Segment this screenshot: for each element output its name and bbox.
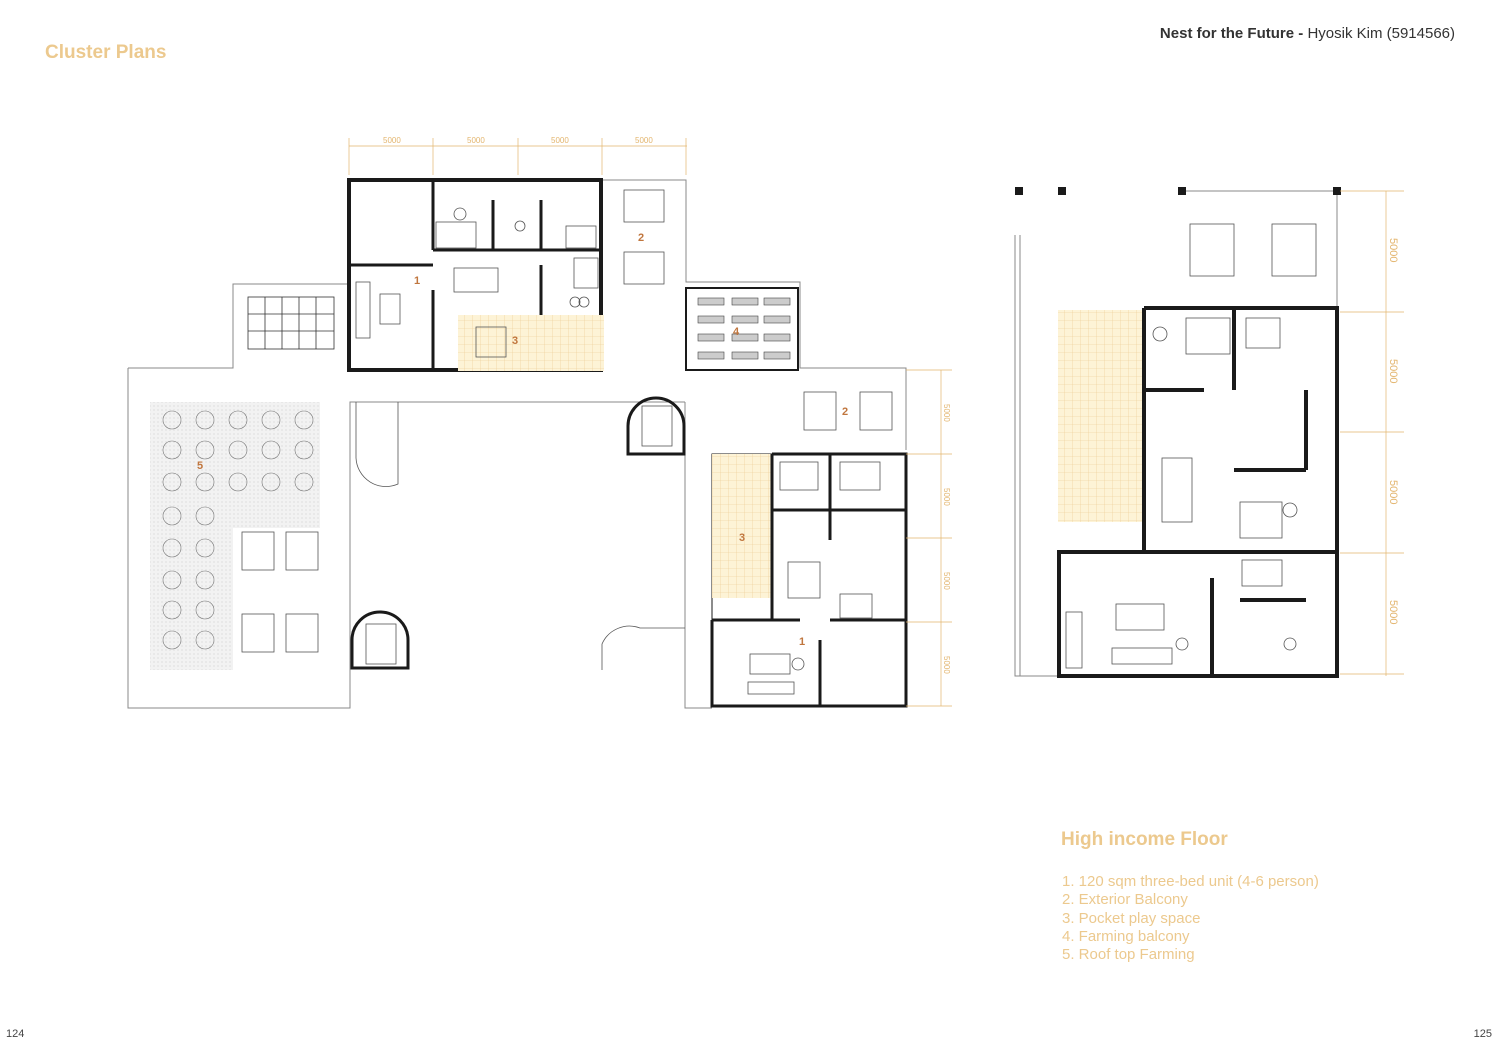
lift — [641, 405, 673, 447]
plan-label-play-space: 3 — [512, 335, 518, 347]
page-number-right: 125 — [1473, 1028, 1492, 1040]
dim-label: 5000 — [942, 572, 951, 590]
unit-top — [347, 178, 604, 372]
loungers — [1189, 223, 1317, 277]
lift — [365, 623, 397, 665]
plan-label-play-space: 3 — [739, 532, 745, 544]
document-header: Nest for the Future - Hyosik Kim (591456… — [1160, 25, 1455, 42]
plan-label-unit: 1 — [799, 636, 805, 648]
dim-label: 5000 — [383, 136, 401, 145]
cluster-dimension-side — [906, 369, 952, 707]
legend-list: 1. 120 sqm three-bed unit (4-6 person) 2… — [1062, 873, 1319, 964]
page-title: Cluster Plans — [45, 42, 167, 63]
skylight-grid — [247, 296, 335, 350]
plan-label-balcony: 2 — [638, 232, 644, 244]
dim-label: 5000 — [1387, 600, 1399, 624]
stair — [355, 402, 399, 487]
cluster-plan: 5000 5000 5000 5000 — [127, 136, 952, 709]
legend-item: 4. Farming balcony — [1062, 927, 1190, 945]
legend-item: 2. Exterior Balcony — [1062, 891, 1188, 909]
unit-walls — [1057, 306, 1339, 678]
plan-label-balcony: 2 — [842, 406, 848, 418]
author-name: Hyosik Kim (5914566) — [1307, 25, 1455, 42]
pocket-play-space — [712, 454, 772, 598]
legend-item: 1. 120 sqm three-bed unit (4-6 person) — [1062, 873, 1319, 890]
pocket-play-space — [1058, 310, 1144, 522]
plan-label-unit: 1 — [414, 275, 420, 287]
dim-label: 5000 — [942, 656, 951, 674]
roof-outline — [127, 283, 685, 709]
project-name: Nest for the Future - — [1159, 25, 1304, 42]
cluster-dimension-top — [348, 138, 687, 175]
dim-label: 5000 — [551, 136, 569, 145]
balcony-outline — [602, 179, 907, 450]
dim-label: 5000 — [1387, 480, 1399, 504]
furniture — [1065, 317, 1298, 669]
dim-label: 5000 — [1387, 238, 1399, 262]
legend-title: High income Floor — [1061, 829, 1228, 850]
stair — [601, 625, 685, 670]
dim-label: 5000 — [942, 488, 951, 506]
plan-label-roof-farming: 5 — [197, 460, 203, 472]
plan-label-farming: 4 — [733, 326, 740, 338]
loungers — [241, 189, 893, 653]
dim-label: 5000 — [467, 136, 485, 145]
dim-label: 5000 — [1387, 359, 1399, 383]
legend-item: 3. Pocket play space — [1062, 909, 1201, 927]
unit-plan: 5000 5000 5000 5000 — [1014, 187, 1404, 678]
dim-label: 5000 — [942, 404, 951, 422]
dim-label: 5000 — [635, 136, 653, 145]
planters — [162, 410, 314, 650]
roof-outline — [684, 402, 712, 709]
farming-balcony — [685, 287, 799, 371]
unit-dimension-side — [1340, 190, 1404, 676]
legend-item: 5. Roof top Farming — [1062, 946, 1195, 964]
unit-right — [710, 452, 908, 708]
pocket-play-space — [458, 315, 604, 371]
stair-cores — [350, 396, 686, 670]
page-number-left: 124 — [6, 1028, 25, 1040]
